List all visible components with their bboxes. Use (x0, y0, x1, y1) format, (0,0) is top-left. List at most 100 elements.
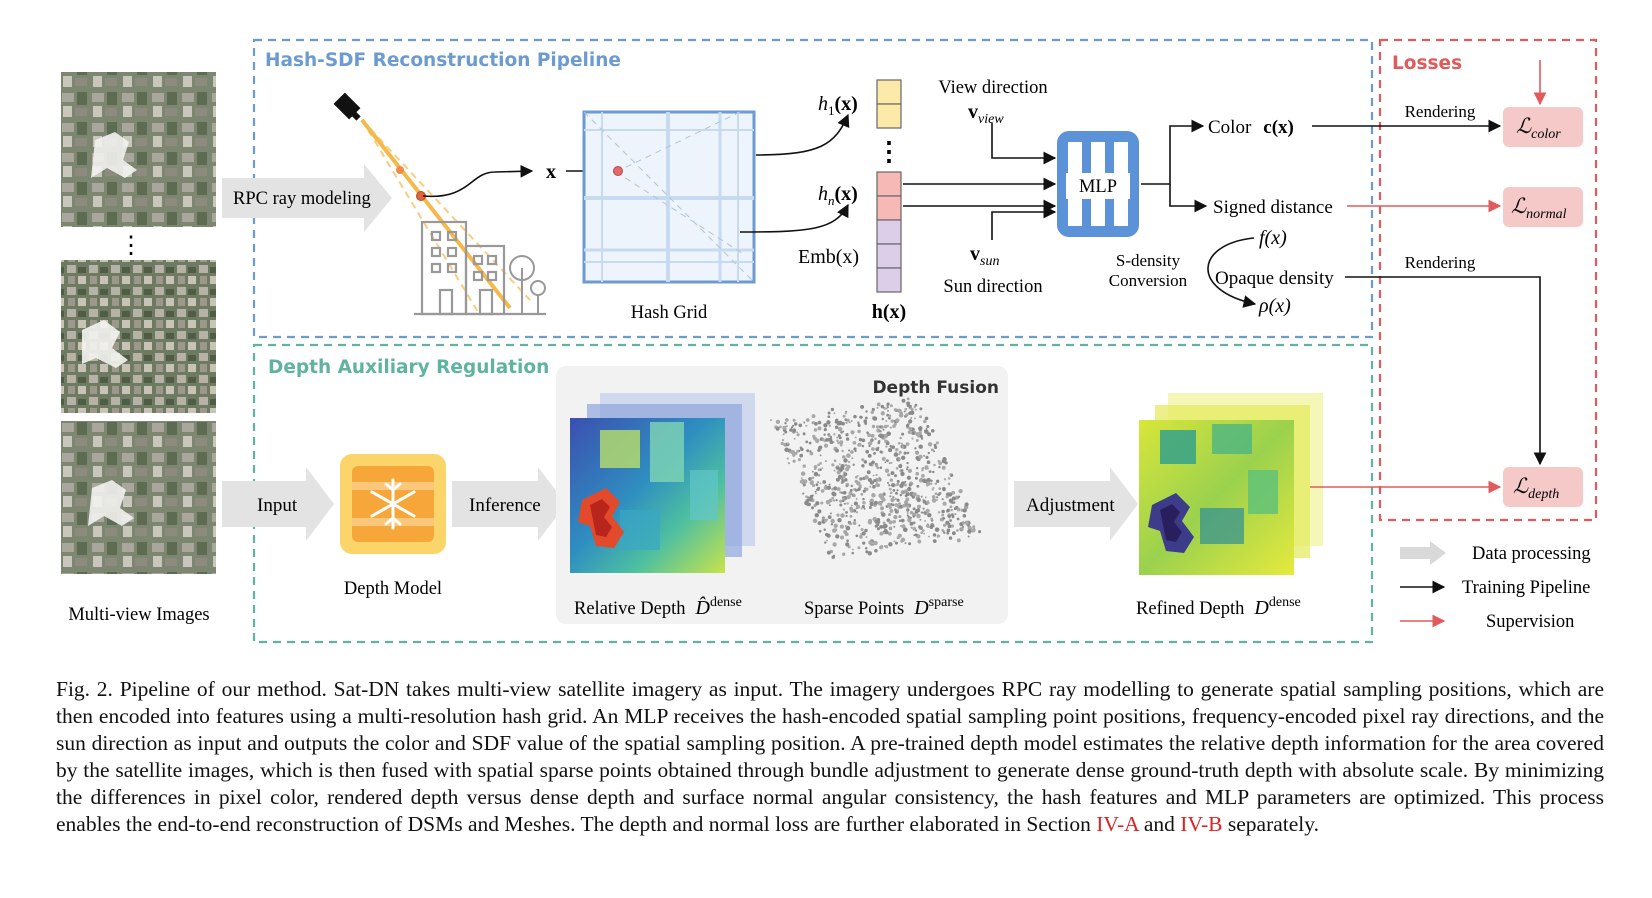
sparse-point (886, 459, 889, 463)
svg-text:h1(x): h1(x) (818, 93, 858, 118)
sparse-point (899, 493, 903, 497)
sparse-point (839, 491, 842, 494)
sparse-point (862, 489, 866, 493)
fx-label: f(x) (1259, 227, 1287, 249)
relative-depth-map (570, 393, 755, 573)
sparse-point (956, 538, 961, 543)
sparse-point (820, 489, 825, 493)
sparse-point (923, 532, 926, 535)
sparse-point (905, 423, 910, 428)
emb-label: Emb(x) (798, 246, 859, 268)
arrow-density-to-depth-loss (1345, 276, 1547, 466)
caption-ref-iv-a[interactable]: IV-A (1096, 812, 1139, 836)
sparse-point (886, 402, 890, 406)
sparse-point (788, 450, 792, 454)
sparse-point (934, 492, 938, 496)
sparse-point (853, 501, 858, 506)
sparse-point (956, 517, 960, 521)
sparse-point (792, 453, 796, 457)
sparse-point (892, 489, 896, 492)
sparse-point (844, 532, 849, 537)
sparse-point (930, 448, 934, 452)
sparse-point (928, 470, 932, 473)
sparse-point (921, 466, 925, 470)
sparse-point (894, 508, 897, 511)
losses-title: Losses (1392, 53, 1462, 74)
sparse-points-symbol: D (913, 597, 929, 619)
sparse-point (910, 417, 913, 419)
sparse-point (817, 426, 822, 431)
sparse-point (792, 429, 797, 433)
sparse-point (904, 494, 908, 498)
signed-distance-label: Signed distance (1213, 197, 1333, 218)
sparse-point (909, 521, 914, 526)
sparse-point (867, 551, 872, 556)
rendering-label-2: Rendering (1405, 253, 1476, 272)
sparse-point (924, 519, 927, 522)
sparse-point (849, 509, 854, 513)
sparse-point (885, 445, 888, 448)
sparse-point (813, 471, 819, 477)
sparse-point (886, 413, 890, 417)
inference-label: Inference (469, 495, 541, 516)
sparse-point (898, 502, 901, 506)
sparse-point (805, 424, 808, 427)
sparse-point (845, 514, 848, 518)
sparse-point (873, 500, 878, 505)
sparse-point (890, 471, 895, 476)
sparse-point (891, 503, 895, 507)
sparse-point (785, 425, 788, 428)
sparse-point (808, 477, 812, 481)
sparse-point (948, 516, 951, 519)
sparse-point (862, 497, 865, 501)
sparse-point (839, 503, 843, 507)
sparse-point (931, 498, 937, 503)
sparse-point (805, 418, 810, 422)
sparse-point (854, 450, 857, 453)
feature-vdots: ⋮ (876, 137, 902, 166)
sparse-point (972, 525, 976, 529)
sparse-point (941, 459, 946, 464)
sparse-point (858, 437, 863, 442)
figure-caption: Fig. 2. Pipeline of our method. Sat-DN t… (56, 676, 1604, 838)
sparse-point (876, 466, 880, 470)
sparse-point (845, 467, 850, 472)
sparse-point (949, 505, 953, 509)
sparse-point (892, 424, 896, 429)
sparse-point (893, 452, 899, 457)
sparse-point (901, 443, 904, 446)
sparse-point (812, 421, 816, 424)
sparse-point (922, 507, 925, 510)
sparse-point (814, 513, 819, 518)
sparse-point (817, 509, 822, 514)
caption-ref-iv-b[interactable]: IV-B (1180, 812, 1223, 836)
sparse-point (908, 404, 912, 409)
ray-dashed-1 (361, 119, 479, 313)
sparse-point (898, 515, 902, 519)
sparse-point (800, 447, 804, 452)
sparse-point (867, 433, 872, 438)
sparse-point (867, 520, 873, 525)
sparse-point (792, 418, 796, 422)
sparse-point (938, 491, 942, 495)
sparse-point (877, 500, 883, 506)
sparse-point (832, 499, 836, 502)
sample-point-1 (396, 166, 404, 174)
regulation-title: Depth Auxiliary Regulation (268, 357, 549, 378)
sparse-point (876, 406, 879, 409)
sparse-point (947, 492, 953, 497)
sparse-point (883, 523, 888, 529)
sparse-point (803, 421, 806, 424)
sparse-point (898, 453, 901, 456)
sparse-point (896, 509, 900, 512)
sparse-point (793, 437, 796, 440)
sparse-point (813, 504, 817, 508)
sparse-point (956, 529, 959, 532)
sparse-point (924, 496, 927, 499)
sparse-point (839, 443, 843, 447)
sparse-point (840, 491, 844, 494)
sparse-point (852, 509, 857, 513)
sparse-point (844, 525, 848, 528)
